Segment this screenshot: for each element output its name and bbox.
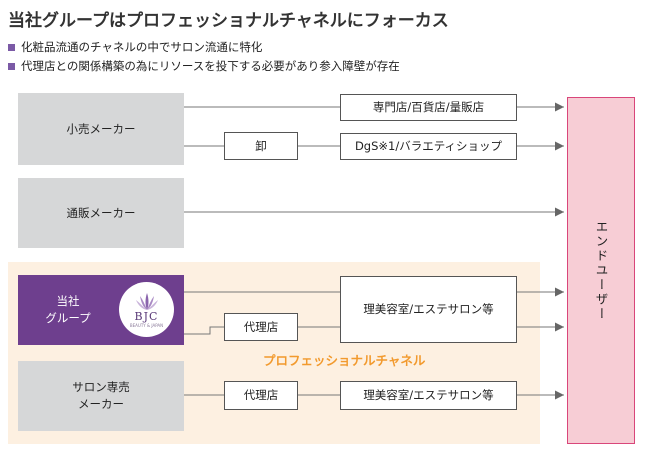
own-agent-box: 代理店 [224,313,298,341]
salon-agent-label: 代理店 [243,388,279,402]
salon-salon-box: 理美容室/エステサロン等 [340,381,517,410]
bullet-square-icon [8,44,15,51]
bjc-logo-text: BJC [134,310,159,323]
specialty-stores-label: 専門店/百貨店/量販店 [372,100,485,114]
bullet-list: 化粧品流通のチャネルの中でサロン流通に特化 代理店との関係構築の為にリソースを投… [8,38,400,76]
wholesale-label: 卸 [255,138,267,153]
professional-channel-label: プロフェッショナルチャネル [263,353,426,368]
own-group-box: 当社 グループ BJC BEAUTY & JAPAN [18,275,184,345]
end-user-box: エンドユーザー [567,97,635,444]
bjc-logo-subtext: BEAUTY & JAPAN [129,323,164,328]
drugstore-label: DgS※1/バラエティショップ [354,139,503,153]
own-group-label-line1: 当社 [56,294,80,308]
bullet-text: 化粧品流通のチャネルの中でサロン流通に特化 [21,40,263,54]
page-title: 当社グループはプロフェッショナルチャネルにフォーカス [8,11,449,31]
bullet-text: 代理店との関係構築の為にリソースを投下する必要があり参入障壁が存在 [21,59,400,73]
mailorder-maker-box: 通販メーカー [18,178,184,248]
specialty-stores-box: 専門店/百貨店/量販店 [340,94,517,121]
bullet-item: 化粧品流通のチャネルの中でサロン流通に特化 [8,38,400,57]
salon-maker-box: サロン専売 メーカー [18,361,184,431]
bullet-square-icon [8,63,15,70]
flow-own-to-agent [184,326,224,335]
wholesale-box: 卸 [224,132,298,160]
salon-maker-label-line2: メーカー [78,397,124,411]
own-salon-box: 理美容室/エステサロン等 [340,276,517,343]
mailorder-maker-label: 通販メーカー [66,205,136,220]
bullet-item: 代理店との関係構築の為にリソースを投下する必要があり参入障壁が存在 [8,57,400,76]
retail-maker-box: 小売メーカー [18,93,184,165]
drugstore-box: DgS※1/バラエティショップ [340,133,517,160]
salon-salon-label: 理美容室/エステサロン等 [363,388,494,402]
own-group-label: 当社 グループ [18,293,118,327]
own-group-label-line2: グループ [45,311,91,325]
own-agent-label: 代理店 [243,319,279,334]
salon-agent-box: 代理店 [224,381,298,410]
bjc-logo: BJC BEAUTY & JAPAN [119,282,174,337]
end-user-label: エンドユーザー [593,219,609,322]
salon-maker-label-line1: サロン専売 [72,380,130,394]
bjc-logo-mark-icon [135,293,158,310]
retail-maker-label: 小売メーカー [66,121,136,136]
own-salon-label: 理美容室/エステサロン等 [363,302,494,316]
